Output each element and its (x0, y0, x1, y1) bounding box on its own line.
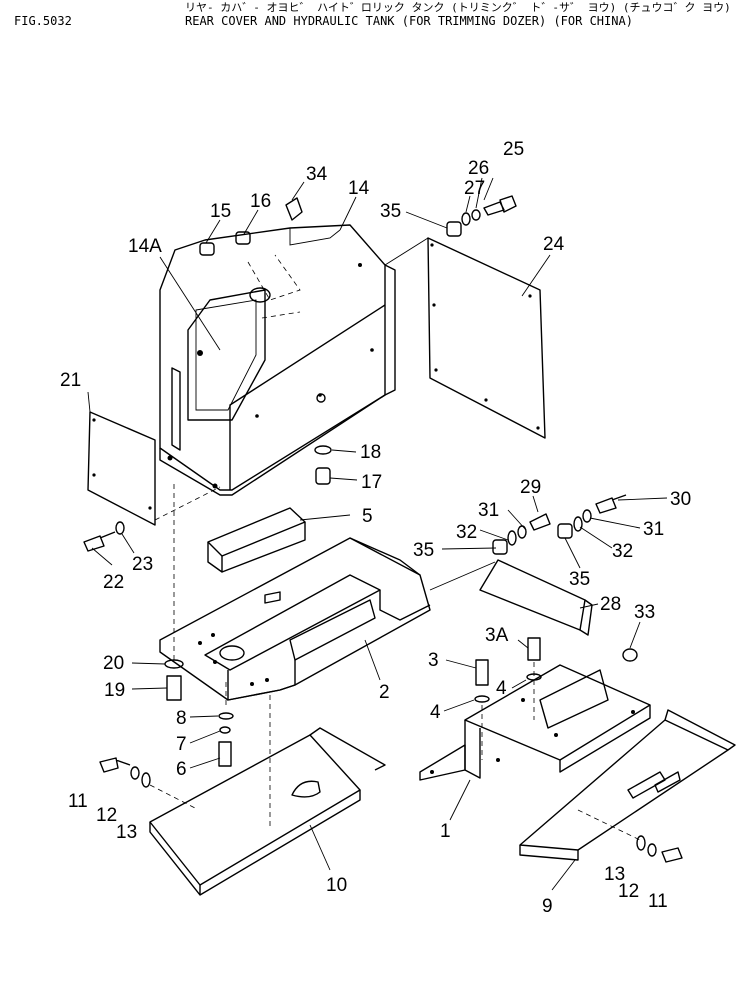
plug-34 (285, 197, 303, 221)
washer-12-left (130, 766, 140, 780)
cover-24 (384, 237, 546, 439)
bolt-11-left (99, 757, 131, 773)
figure-number: FIG.5032 (14, 14, 72, 28)
bolt-6 (218, 741, 232, 767)
callout-23: 23 (132, 554, 153, 575)
callout-27: 27 (464, 178, 485, 199)
title-kana: リヤ- カハ゛- オヨヒ゛ ハイト゛ロリック タンク (トリミンク゛ ト゛-サ゛… (185, 1, 731, 14)
hydraulic-tank (159, 224, 396, 496)
callout-20: 20 (103, 653, 124, 674)
frame-2 (159, 537, 496, 701)
callout-12-right: 12 (618, 881, 639, 902)
washer-7 (219, 726, 231, 734)
callout-18: 18 (360, 442, 381, 463)
callout-8: 8 (176, 708, 187, 729)
cover-5 (207, 507, 306, 573)
cover-10 (149, 695, 386, 896)
callout-7: 7 (176, 734, 187, 755)
washer-32-left (507, 530, 517, 546)
callout-10: 10 (326, 875, 347, 896)
cover-21 (87, 411, 221, 526)
callout-15: 15 (210, 201, 231, 222)
bolt-30 (595, 494, 627, 514)
drain-plug-17 (315, 467, 331, 485)
callout-14a: 14A (128, 236, 162, 257)
callout-2: 2 (379, 682, 390, 703)
figure-title: REAR COVER AND HYDRAULIC TANK (FOR TRIMM… (185, 14, 633, 28)
bolt-25 (483, 195, 517, 216)
callout-29: 29 (520, 477, 541, 498)
callout-14: 14 (348, 178, 370, 199)
callout-33: 33 (634, 602, 655, 623)
washer-23 (115, 521, 125, 535)
bracket-1 (419, 664, 651, 781)
callout-4-top: 4 (496, 678, 507, 699)
callout-11-left: 11 (68, 791, 88, 812)
callout-34: 34 (306, 164, 328, 185)
callout-28: 28 (600, 594, 621, 615)
bolt-19 (166, 675, 182, 701)
leader-lines (87, 177, 668, 891)
callout-31-left: 31 (478, 500, 499, 521)
cap-15 (199, 242, 215, 256)
callout-12-left: 12 (96, 805, 117, 826)
callout-26: 26 (468, 158, 489, 179)
bolt-11-right (661, 847, 683, 863)
callout-32-right: 32 (612, 541, 633, 562)
bolt-3a (527, 637, 541, 661)
washer-12-right (647, 843, 657, 857)
callout-3a: 3A (485, 625, 509, 646)
callout-25: 25 (503, 139, 524, 160)
callout-1: 1 (440, 821, 451, 842)
callout-19: 19 (104, 680, 125, 701)
washer-27 (461, 212, 471, 226)
washer-13-left (141, 772, 151, 788)
washer-13-right (636, 835, 646, 851)
marker-dot (316, 393, 326, 403)
callout-4-bottom: 4 (430, 702, 441, 723)
cover-9 (519, 709, 736, 861)
washer-4-bottom (474, 695, 490, 703)
callout-13-left: 13 (116, 822, 137, 843)
callout-35-right: 35 (569, 569, 590, 590)
washer-31-right (582, 509, 592, 523)
callout-32-left: 32 (456, 522, 477, 543)
callout-labels: 34 14 16 15 14A 27 26 25 35 24 21 18 17 … (60, 139, 691, 917)
bracket-28 (479, 559, 593, 636)
bolt-22 (83, 531, 116, 552)
washer-26 (471, 209, 481, 221)
callout-9: 9 (542, 896, 553, 917)
bolt-3 (475, 659, 489, 686)
callout-6: 6 (176, 759, 187, 780)
bolt-29 (529, 513, 551, 531)
spacer-35-right (557, 523, 573, 539)
plug-16 (235, 231, 251, 245)
washer-8 (218, 712, 234, 720)
plug-33 (622, 648, 638, 662)
callout-31-right: 31 (643, 519, 664, 540)
callout-11-right: 11 (648, 891, 668, 912)
ring-18 (314, 445, 332, 455)
callout-35-top: 35 (380, 201, 401, 222)
spacer-35-left (492, 539, 508, 555)
washer-32-right (573, 516, 583, 532)
callout-5: 5 (362, 506, 373, 527)
callout-22: 22 (103, 572, 124, 593)
callout-3: 3 (428, 650, 439, 671)
callout-30: 30 (670, 489, 691, 510)
callout-24: 24 (543, 234, 565, 255)
callout-17: 17 (361, 472, 382, 493)
callout-13-right: 13 (604, 864, 625, 885)
callout-35-left: 35 (413, 540, 434, 561)
washer-31-left (517, 525, 527, 539)
spacer-35-top (446, 221, 462, 237)
callout-16: 16 (250, 191, 271, 212)
callout-21: 21 (60, 370, 81, 391)
